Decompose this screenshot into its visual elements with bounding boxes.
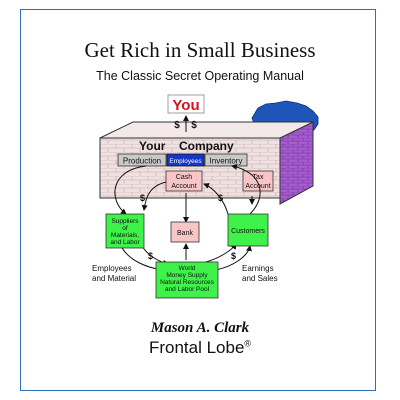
- book-title: Get Rich in Small Business: [84, 38, 316, 62]
- flow-dollar-3: $: [148, 251, 153, 261]
- world-box: [155, 261, 219, 299]
- publisher-label: Frontal Lobe: [148, 338, 245, 357]
- you-dollar-left: $: [174, 120, 180, 131]
- publisher-name: Frontal Lobe®: [0, 338, 400, 358]
- suppliers-label-4: and Labor: [110, 239, 140, 246]
- bank-box: [170, 221, 200, 243]
- bank-label: Bank: [177, 230, 193, 237]
- book-cover: [20, 9, 376, 391]
- author-name: Mason A. Clark: [150, 320, 250, 336]
- inventory-box: [204, 153, 248, 167]
- you-dollar-right: $: [191, 120, 197, 131]
- suppliers-label-2: of: [122, 225, 128, 232]
- suppliers-label-1: Suppliers: [111, 218, 139, 225]
- registered-mark: ®: [244, 338, 252, 349]
- employees-label: Employees: [169, 158, 202, 165]
- employees-material-label-2: and Material: [92, 274, 136, 283]
- you-box: [167, 94, 205, 114]
- customers-box: [227, 213, 269, 247]
- cash-account-label-1: Cash: [176, 174, 192, 181]
- suppliers-box: [105, 213, 145, 249]
- company-label-company: Company: [179, 139, 234, 153]
- earnings-sales-label-1: Earnings: [242, 264, 274, 273]
- tax-account-label-2: Account: [245, 183, 270, 190]
- employees-material-label-1: Employees: [92, 264, 132, 273]
- employees-box: [166, 153, 205, 167]
- production-label: Production: [123, 157, 161, 166]
- world-label-3: Natural Resources: [160, 279, 215, 286]
- inventory-label: Inventory: [210, 157, 243, 166]
- flow-dollar-2: $: [218, 193, 223, 203]
- world-label-2: Money Supply: [166, 272, 208, 279]
- tax-account-box: [242, 170, 274, 192]
- customers-label: Customers: [231, 228, 265, 235]
- book-subtitle: The Classic Secret Operating Manual: [96, 69, 304, 83]
- tax-account-label-1: Tax: [253, 174, 264, 181]
- world-label-4: and Labor Pool: [165, 286, 210, 293]
- flow-dollar-1: $: [140, 193, 145, 203]
- company-wall-top: [99, 121, 314, 139]
- you-label: You: [172, 97, 199, 114]
- cash-account-box: [165, 170, 203, 192]
- earnings-sales-label-2: and Sales: [242, 274, 278, 283]
- company-label-your: Your: [139, 139, 166, 153]
- flow-dollar-4: $: [231, 251, 236, 261]
- world-label-1: World: [179, 265, 196, 272]
- cash-account-label-2: Account: [171, 183, 196, 190]
- production-box: [117, 153, 167, 167]
- suppliers-label-3: Materials,: [111, 232, 139, 239]
